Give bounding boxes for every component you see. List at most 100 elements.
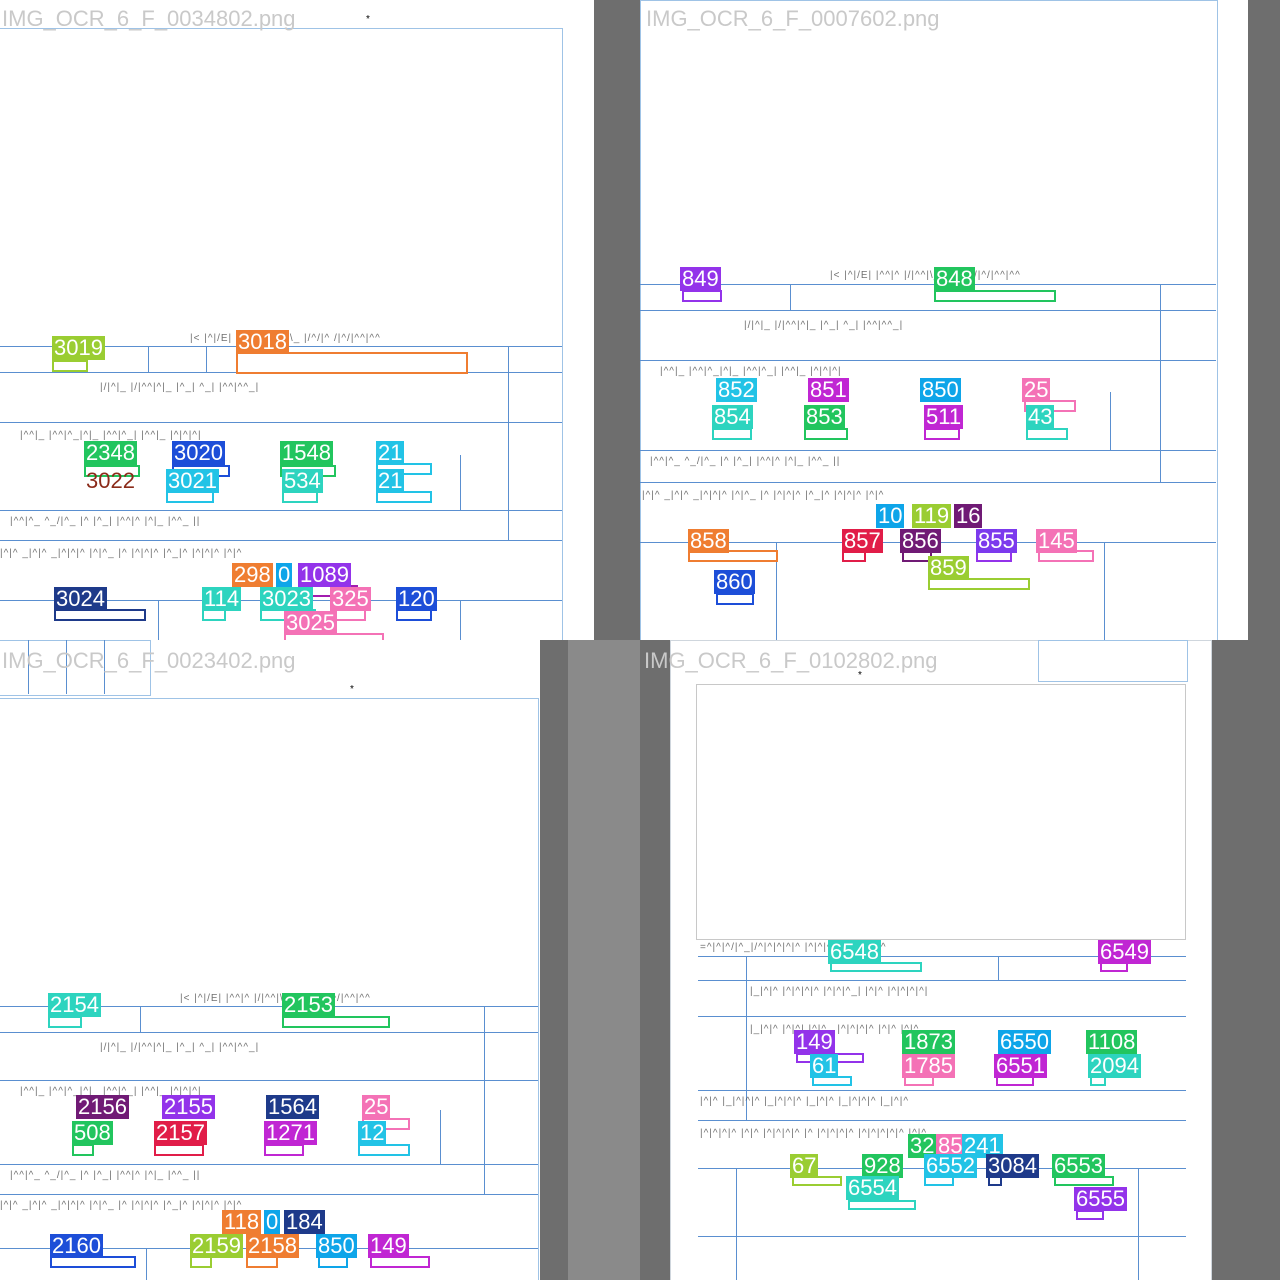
scan-dot-mark-icon: * — [858, 670, 862, 681]
detection-label: 6554 — [846, 1175, 899, 1200]
form-line — [1110, 392, 1111, 450]
detection-label: 3021 — [166, 468, 219, 493]
detection-label: 852 — [716, 377, 757, 402]
scan-dot-mark-icon: * — [366, 14, 370, 25]
form-line — [0, 1080, 538, 1081]
detection-label: 2154 — [48, 992, 101, 1017]
detection-label: 61 — [810, 1053, 839, 1078]
form-line — [698, 1120, 1186, 1121]
form-line — [736, 1168, 737, 1280]
detection-label: 2157 — [154, 1120, 207, 1145]
form-line — [104, 640, 105, 694]
form-line — [0, 510, 562, 511]
detection-label: 21 — [376, 440, 405, 465]
form-line — [206, 346, 207, 372]
detection-box — [682, 290, 722, 302]
detection-label: 43 — [1026, 404, 1055, 429]
detection-label: 10 — [876, 503, 905, 528]
padding — [1248, 0, 1280, 640]
form-text: |< |^|/E| |^^|^ |/|^^|\_ |/^/|^ /|^/|^^|… — [830, 270, 1021, 281]
detection-label: 857 — [842, 528, 883, 553]
detection-label: 1785 — [902, 1053, 955, 1078]
form-line — [0, 540, 562, 541]
detection-label: 858 — [688, 528, 729, 553]
detection-label: 6553 — [1052, 1153, 1105, 1178]
detection-box — [282, 1016, 390, 1028]
detection-label: 114 — [202, 586, 242, 611]
form-text: |^^|_ |^^|^_|^|_ |^^|^_| |^^|_ |^|^|^| — [660, 366, 842, 377]
detection-box — [264, 1144, 304, 1156]
form-line — [66, 640, 67, 694]
detection-box — [928, 578, 1030, 590]
detection-label: 25 — [1022, 377, 1051, 402]
detection-label: 2348 — [84, 440, 137, 465]
tile-0007602: |< |^|/E| |^^|^ |/|^^|\_ |/^/|^ /|^/|^^|… — [594, 0, 1280, 640]
padding — [540, 640, 568, 1280]
detection-label: 3025 — [284, 610, 337, 635]
form-page — [0, 698, 539, 1280]
detection-label: 21 — [376, 468, 405, 493]
detection-label: 6551 — [994, 1053, 1047, 1078]
detection-label: 118 — [222, 1209, 262, 1234]
padding — [1210, 640, 1280, 1280]
form-text: |/|^|_ |/|^^|^|_ |^_| ^_| |^^|^^_| — [744, 320, 904, 331]
detection-label: 120 — [396, 586, 437, 611]
form-line — [698, 980, 1186, 981]
detection-label: 184 — [284, 1209, 325, 1234]
detection-label: 856 — [900, 528, 941, 553]
detection-box — [1026, 428, 1068, 440]
detection-box — [1076, 1210, 1104, 1220]
form-line — [0, 1164, 538, 1165]
detection-label: 2159 — [190, 1233, 243, 1258]
form-line — [698, 1016, 1186, 1017]
inner-frame — [696, 684, 1186, 940]
tile-filename: IMG_OCR_6_F_0007602.png — [646, 6, 940, 31]
tile-filename: IMG_OCR_6_F_0034802.png — [2, 6, 296, 31]
form-line — [1138, 1168, 1139, 1280]
detection-label: 3020 — [172, 440, 225, 465]
detection-label: 928 — [862, 1153, 903, 1178]
form-text: |/|^|_ |/|^^|^|_ |^_| ^_| |^^|^^_| — [100, 382, 260, 393]
form-text: |^^|^_ ^_/|^_ |^ |^_| |^^|^ |^|_ |^^_ || — [10, 516, 201, 527]
detection-label: 1089 — [298, 562, 351, 587]
detection-label: 6549 — [1098, 939, 1151, 964]
detection-label: 511 — [924, 404, 964, 429]
form-line — [148, 346, 149, 372]
detection-label: 25 — [362, 1094, 391, 1119]
form-text: |^|^|^|^ |^|^ |^|^|^|^ |^ |^|^|^|^ |^|^|… — [700, 1128, 928, 1139]
detection-label: 3018 — [236, 329, 289, 354]
detection-label: 1564 — [266, 1094, 319, 1119]
detection-label: 149 — [794, 1029, 835, 1054]
detection-label: 3019 — [52, 335, 105, 360]
form-text: |^|^ _|^|^ _|^|^|^ |^|^_ |^ |^|^|^ |^_|^… — [0, 548, 243, 559]
form-line — [640, 310, 1216, 311]
detection-label: 6550 — [998, 1029, 1051, 1054]
detection-label: 119 — [912, 503, 952, 528]
padding — [568, 640, 640, 1280]
form-text: |_|^|^ |^|^| |^|^_ |^|^|^|^ |^|^ |^|^ — [750, 1024, 918, 1035]
header-stamp-boxes — [1038, 640, 1188, 682]
form-line — [158, 600, 159, 640]
detection-box — [804, 428, 848, 440]
scan-dot-mark-icon: * — [350, 684, 354, 695]
header-stamp-boxes — [0, 640, 151, 696]
detection-label: 2155 — [162, 1094, 215, 1119]
detection-label: 1873 — [902, 1029, 955, 1054]
detection-label: 1548 — [280, 440, 333, 465]
detection-label: 2158 — [246, 1233, 299, 1258]
detection-label: 2156 — [76, 1094, 129, 1119]
form-line — [698, 1236, 1186, 1237]
detection-label: 0 — [276, 562, 293, 587]
form-line — [998, 956, 999, 980]
form-line — [790, 284, 791, 310]
form-line — [28, 640, 29, 694]
form-line — [440, 1110, 441, 1164]
form-text: |^^|_ |^^|^_|^|_ |^^|^_| |^^|_ |^|^|^| — [20, 1086, 202, 1097]
form-line — [640, 360, 1216, 361]
detection-box — [48, 1016, 82, 1028]
form-text: =^|^|^/|^_|/^|^|^|^|^ |^|^|^ |^|^ |^|^|^ — [700, 942, 887, 953]
form-line — [698, 956, 1186, 957]
detection-label: 3024 — [54, 586, 107, 611]
detection-label: 145 — [1036, 528, 1077, 553]
padding — [640, 640, 670, 1280]
